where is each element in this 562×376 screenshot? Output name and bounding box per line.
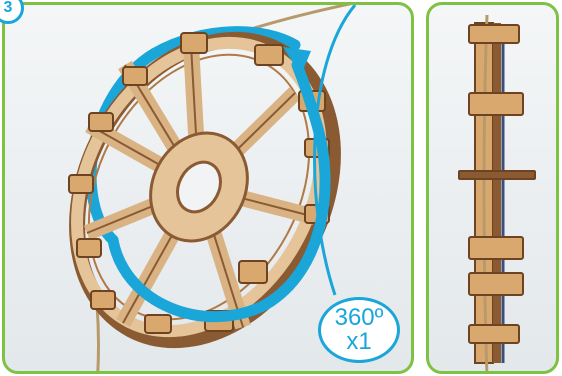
rotation-count: x1	[321, 330, 397, 354]
side-view-panel	[426, 2, 559, 374]
main-illustration-panel: 360º x1	[2, 2, 414, 374]
wheel-side-view	[429, 5, 559, 374]
rotation-angle: 360º	[321, 306, 397, 330]
rope-bottom	[97, 305, 99, 374]
rotation-label: 360º x1	[318, 297, 400, 363]
